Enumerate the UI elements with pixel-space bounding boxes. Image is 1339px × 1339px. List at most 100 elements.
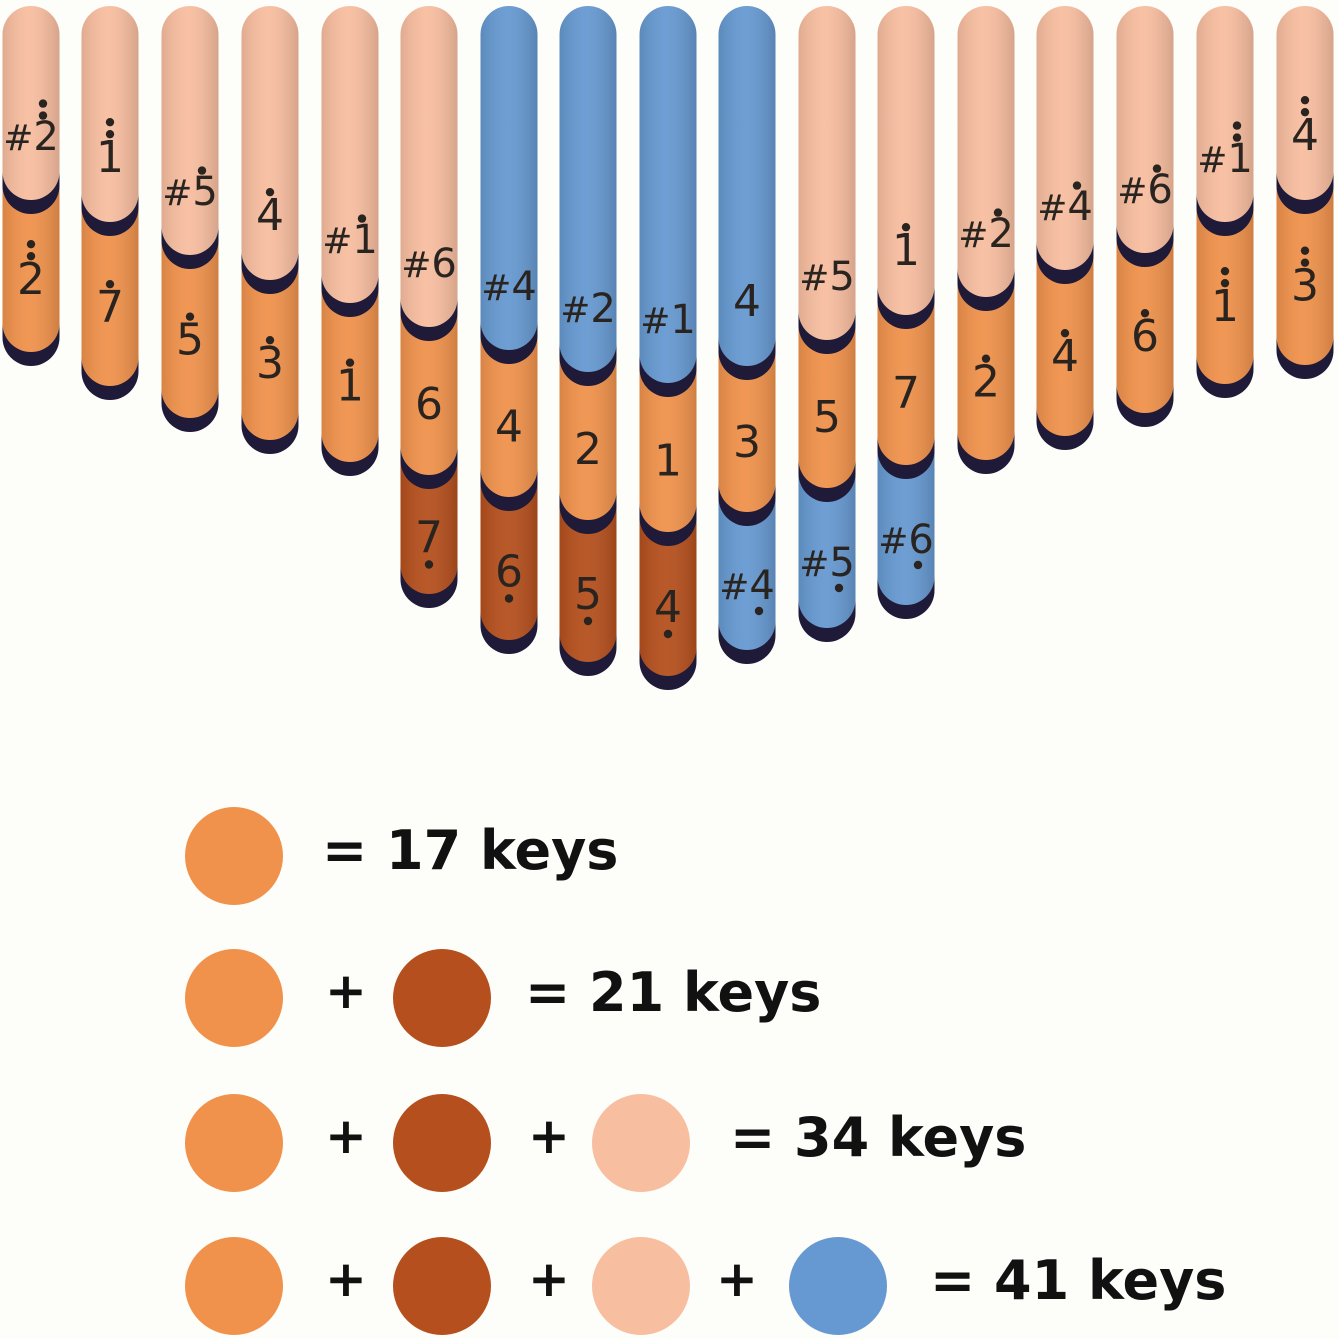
note-number: 4: [495, 402, 523, 453]
note-number: 7: [415, 513, 443, 564]
legend-color-dot-brown: [393, 1094, 491, 1192]
note-label: 6: [1131, 311, 1159, 362]
legend-color-dot-peach: [592, 1094, 690, 1192]
kalimba-key: #55#5: [798, 6, 856, 642]
legend-color-dot-peach: [592, 1237, 690, 1335]
note-label: 1: [96, 132, 124, 183]
note-number: 7: [96, 282, 124, 333]
segment-shading: [718, 6, 776, 366]
note-number: 5: [829, 254, 854, 300]
octave-dot-above: [38, 99, 48, 108]
note-label: #4: [481, 264, 537, 310]
note-number: 2: [33, 114, 58, 160]
legend-key-count: = 17 keys: [322, 819, 619, 882]
note-label: 7: [415, 513, 443, 564]
legend-key-count: = 21 keys: [525, 961, 822, 1024]
note-label: #5: [162, 169, 218, 215]
kalimba-key-diagram: #2217#5543#11#667#446#225#11443#4#55#517…: [2, 6, 1334, 690]
octave-dot-above: [345, 358, 355, 367]
note-label: 3: [256, 338, 284, 389]
note-label: 4: [1291, 110, 1319, 161]
kalimba-key: #22: [957, 6, 1015, 474]
octave-dot-below: [663, 629, 673, 639]
segment-shading: [1116, 6, 1174, 253]
octave-dot-above: [26, 251, 36, 261]
note-label: 6: [495, 547, 523, 598]
octave-dot-below: [424, 560, 434, 569]
note-label: #6: [401, 241, 457, 287]
note-number: 4: [1051, 331, 1079, 382]
note-number: 3: [733, 417, 761, 468]
note-label: 2: [972, 357, 1000, 408]
note-label: 4: [733, 276, 761, 327]
sharp-sign: #: [3, 118, 33, 159]
note-label: #4: [719, 563, 775, 609]
kalimba-key: 4 3 #4: [718, 6, 776, 664]
sharp-sign: #: [162, 173, 192, 214]
note-label: #6: [1117, 167, 1173, 213]
plus-sign: +: [528, 1107, 570, 1165]
segment-shading: [400, 6, 458, 327]
note-number: 4: [1067, 184, 1092, 230]
kalimba-key: #4 4 6: [480, 6, 538, 654]
note-label: #4: [1037, 184, 1093, 230]
octave-dot-above: [197, 166, 207, 175]
legend-color-dot-brown: [393, 949, 491, 1047]
segment-shading: [241, 6, 299, 280]
note-number: 4: [733, 276, 761, 327]
octave-dot-above: [1140, 308, 1150, 318]
sharp-sign: #: [560, 290, 590, 331]
kalimba-key: #1 1: [321, 6, 379, 476]
note-number: 6: [1147, 167, 1172, 213]
segment-shading: [798, 6, 856, 340]
octave-dot-above: [1300, 95, 1310, 105]
note-label: 2: [574, 424, 602, 475]
note-label: 1: [654, 436, 682, 487]
note-number: 5: [829, 540, 854, 586]
note-number: 5: [574, 569, 602, 620]
note-label: #1: [640, 297, 696, 343]
note-number: 4: [256, 190, 284, 241]
octave-dot-above: [981, 354, 991, 363]
octave-dot-above: [26, 239, 36, 249]
legend-color-dot-brown: [393, 1237, 491, 1335]
octave-dot-above: [1300, 107, 1310, 117]
sharp-sign: #: [799, 258, 829, 299]
sharp-sign: #: [401, 245, 431, 286]
octave-dot-above: [38, 111, 48, 120]
kalimba-key: #1 1 4: [639, 6, 697, 690]
note-number: 4: [654, 582, 682, 633]
legend-row: +++= 41 keys: [0, 1236, 1339, 1336]
note-label: 4: [1051, 331, 1079, 382]
segment-shading: [2, 6, 60, 200]
segment-shading: [480, 6, 538, 350]
note-label: #1: [322, 217, 378, 263]
note-label: 5: [574, 569, 602, 620]
note-number: 4: [749, 563, 774, 609]
note-label: 4: [654, 582, 682, 633]
octave-dot-below: [834, 583, 844, 593]
plus-sign: +: [716, 1250, 758, 1308]
plus-sign: +: [325, 962, 367, 1020]
legend-key-count: = 41 keys: [930, 1249, 1227, 1312]
sharp-sign: #: [719, 567, 749, 608]
legend-row: = 17 keys: [0, 806, 1339, 906]
legend-color-dot-orange: [185, 1094, 283, 1192]
kalimba-key: #66: [1116, 6, 1174, 427]
note-number: 3: [256, 338, 284, 389]
note-label: 3: [733, 417, 761, 468]
note-label: 5: [176, 315, 204, 366]
note-label: 1: [1211, 281, 1239, 332]
octave-dot-above: [993, 208, 1003, 217]
note-label: 1: [336, 361, 364, 412]
note-number: 1: [1211, 281, 1239, 332]
kalimba-key: #22: [2, 6, 60, 366]
note-label: 6: [415, 379, 443, 430]
kalimba-key: 17#6: [877, 6, 935, 619]
note-number: 2: [590, 286, 615, 332]
octave-dot-above: [105, 117, 115, 127]
plus-sign: +: [325, 1250, 367, 1308]
legend-color-dot-orange: [185, 1237, 283, 1335]
note-number: 1: [1227, 136, 1252, 182]
note-label: 3: [1291, 261, 1319, 312]
